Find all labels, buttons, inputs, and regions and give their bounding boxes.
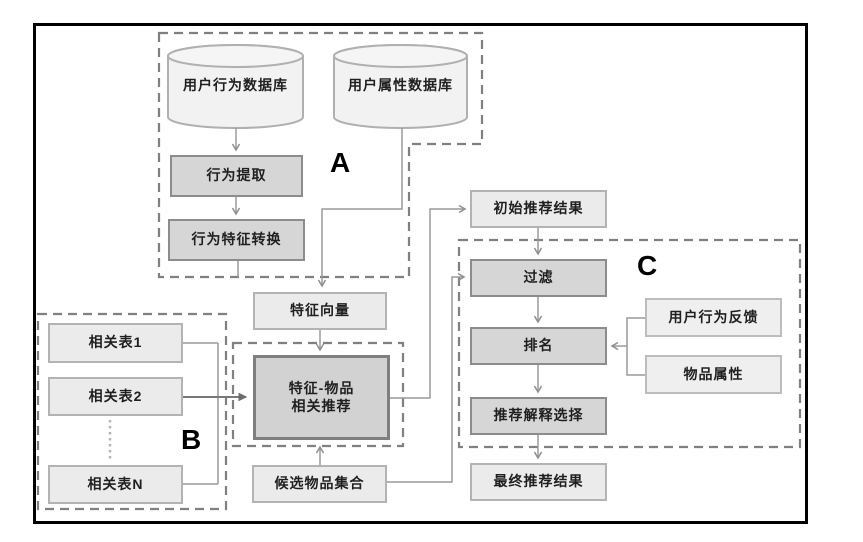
zone-b-label: B — [181, 424, 202, 455]
behavior-db-cylinder — [167, 44, 304, 129]
item-attributes-box: 物品属性 — [645, 355, 782, 394]
candidate-items-box: 候选物品集合 — [252, 465, 387, 503]
feature-vector-box: 特征向量 — [253, 292, 387, 330]
feature-item-line2: 相关推荐 — [291, 397, 352, 414]
related-table-1-box: 相关表1 — [48, 323, 183, 363]
related-table-n-box: 相关表N — [48, 465, 183, 504]
feature-conversion-box: 行为特征转换 — [168, 219, 305, 261]
related-table-2-box: 相关表2 — [48, 377, 183, 416]
user-feedback-box: 用户行为反馈 — [645, 298, 782, 337]
zone-c-outline — [457, 238, 802, 449]
feature-item-recommend-box: 特征-物品 相关推荐 — [253, 355, 390, 440]
explanation-selection-box: 推荐解释选择 — [470, 397, 607, 435]
final-results-box: 最终推荐结果 — [470, 463, 607, 501]
feature-item-line1: 特征-物品 — [288, 380, 355, 396]
behavior-db-label: 用户行为数据库 — [183, 77, 288, 93]
attribute-db-label: 用户属性数据库 — [348, 77, 453, 93]
zone-a-outline — [157, 31, 484, 279]
filter-box: 过滤 — [470, 259, 607, 297]
connectors — [183, 128, 645, 485]
zone-a-label: A — [330, 147, 351, 178]
behavior-extraction-box: 行为提取 — [170, 155, 303, 197]
zone-c-label: C — [637, 250, 658, 281]
ranking-box: 排名 — [470, 327, 607, 365]
zone-b-outline — [36, 312, 228, 511]
attribute-db-cylinder — [333, 44, 468, 129]
initial-results-box: 初始推荐结果 — [470, 190, 607, 228]
